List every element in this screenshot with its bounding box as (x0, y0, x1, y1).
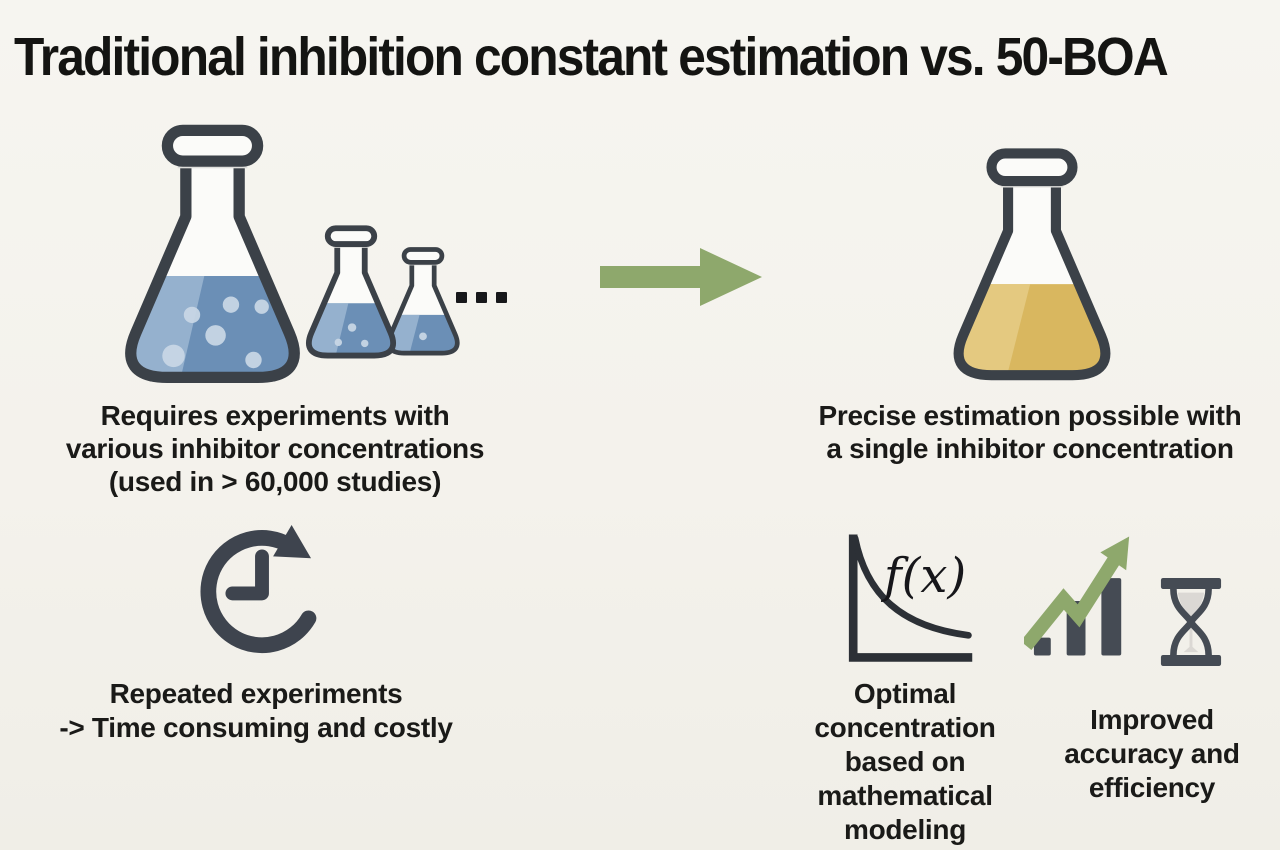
caption-line: efficiency (1088, 772, 1216, 803)
caption-line: modeling (843, 814, 967, 845)
repeat-clock-icon (200, 524, 324, 654)
flask-icon-medium (305, 225, 397, 359)
caption-line: concentration (814, 712, 996, 743)
caption-line: (used in > 60,000 studies) (108, 466, 442, 497)
caption-line: mathematical (817, 780, 993, 811)
caption-line: Precise estimation possible with (818, 400, 1242, 431)
caption-line: Improved (1090, 704, 1214, 735)
page-title: Traditional inhibition constant estimati… (14, 27, 1169, 87)
caption-line: based on (844, 746, 966, 777)
hourglass-icon (1160, 578, 1222, 666)
right-arrow-icon (600, 248, 762, 306)
caption-line: -> Time consuming and costly (59, 712, 453, 743)
fx-curve-icon: f(x) (848, 534, 973, 662)
caption-line: Repeated experiments (109, 678, 403, 709)
repeat-caption: Repeated experiments -> Time consuming a… (0, 677, 512, 745)
caption-line: various inhibitor concentrations (65, 433, 485, 464)
flask-icon-single (953, 148, 1111, 381)
growth-chart-icon (1024, 536, 1130, 656)
improved-caption: Improved accuracy and efficiency (1037, 703, 1267, 805)
caption-line: Optimal (853, 678, 957, 709)
ellipsis-dots-icon (456, 292, 507, 303)
optimal-caption: Optimal concentration based on mathemati… (795, 677, 1015, 847)
left-flasks-caption: Requires experiments with various inhibi… (25, 399, 525, 498)
caption-line: Requires experiments with (100, 400, 450, 431)
flask-icon-large (125, 124, 300, 384)
caption-line: accuracy and (1064, 738, 1240, 769)
caption-line: a single inhibitor concentration (826, 433, 1234, 464)
single-flask-caption: Precise estimation possible with a singl… (780, 399, 1280, 465)
fx-label: f(x) (881, 548, 966, 604)
